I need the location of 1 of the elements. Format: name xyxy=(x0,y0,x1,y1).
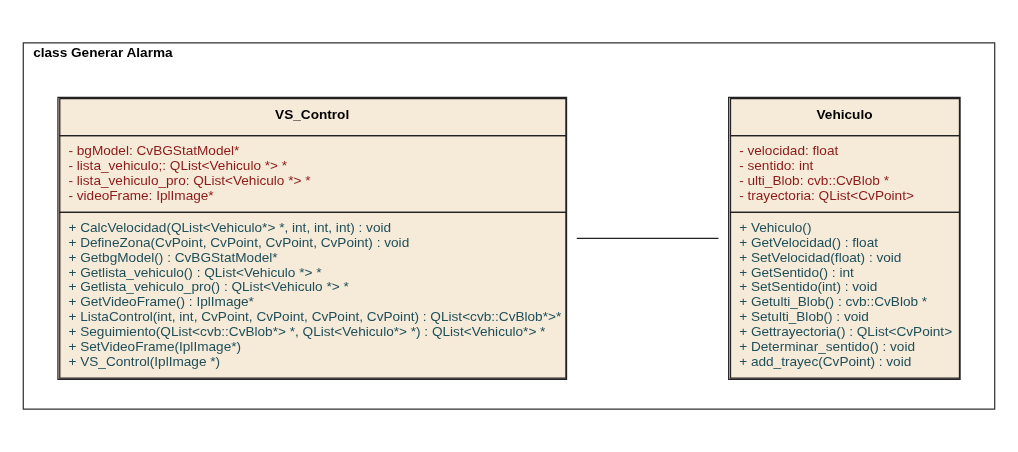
connector xyxy=(576,237,720,239)
